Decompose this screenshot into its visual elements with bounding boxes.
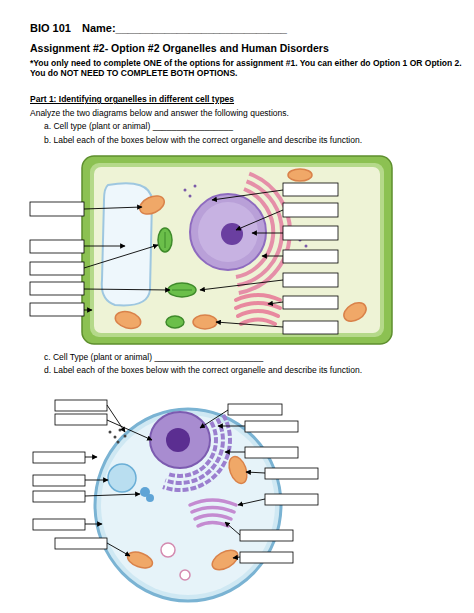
leader-line	[85, 405, 265, 558]
name-field: Name:____________________________	[82, 22, 287, 35]
blank-label-box	[33, 400, 318, 563]
instruction-text: Analyze the two diagrams below and answe…	[30, 108, 462, 118]
instruction-note: *You only need to complete ONE of the op…	[30, 58, 462, 78]
assignment-title: Assignment #2- Option #2 Organelles and …	[30, 42, 462, 55]
blank-label-box	[30, 183, 338, 334]
course-code: BIO 101	[30, 22, 71, 35]
animal-cell	[33, 400, 318, 601]
question-item: b. Label each of the boxes below with th…	[44, 135, 464, 145]
question-item: c. Cell Type (plant or animal) _________…	[44, 352, 464, 362]
question-item: d. Label each of the boxes below with th…	[44, 365, 464, 375]
leader-line	[84, 190, 283, 327]
question-item: a. Cell type (plant or animal) _________…	[44, 121, 464, 131]
plant-cell	[30, 156, 392, 344]
section-heading: Part 1: Identifying organelles in differ…	[30, 94, 462, 104]
